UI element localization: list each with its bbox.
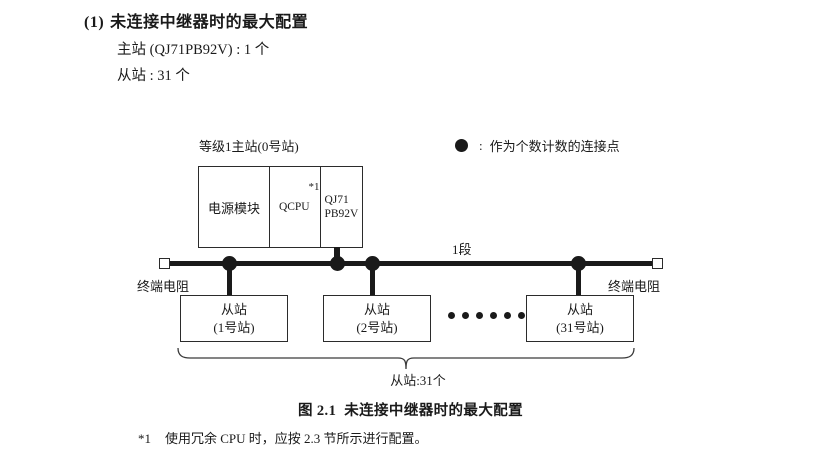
power-module-label: 电源模块 bbox=[208, 200, 261, 216]
legend: : 作为个数计数的连接点 bbox=[455, 136, 620, 155]
slave-station-number: (1号站) bbox=[213, 319, 255, 335]
qcpu-footnote-mark: *1 bbox=[308, 181, 320, 193]
master-module-rack: 电源模块 QCPU *1 QJ71 PB92V bbox=[198, 166, 363, 248]
slave-range-brace bbox=[176, 348, 636, 370]
network-module-label-line1: QJ71 bbox=[324, 193, 349, 206]
figure-title: 未连接中继器时的最大配置 bbox=[344, 403, 524, 419]
terminal-resistor-left-label: 终端电阻 bbox=[137, 279, 190, 294]
network-module-label-line2: PB92V bbox=[324, 208, 359, 220]
slave-total-label: 从站:31个 bbox=[0, 370, 821, 389]
filled-circle-icon bbox=[455, 139, 468, 152]
ellipsis-dot bbox=[504, 312, 511, 319]
master-station-label: 等级1主站(0号站) bbox=[199, 139, 299, 154]
legend-label: 作为个数计数的连接点 bbox=[489, 139, 620, 154]
slave-station-number: (31号站) bbox=[556, 319, 604, 335]
qcpu-cell: QCPU *1 bbox=[270, 167, 322, 247]
ellipsis-dot bbox=[462, 312, 469, 319]
ellipsis-dots bbox=[448, 312, 525, 319]
slave-station-box: 从站 (2号站) bbox=[323, 295, 431, 342]
spec-line-master: 主站 (QJ71PB92V) : 1 个 bbox=[117, 42, 270, 58]
network-module-label: QJ71 PB92V bbox=[324, 193, 358, 221]
slave-2-drop-wire bbox=[370, 268, 375, 295]
connection-point-dot-master bbox=[330, 256, 345, 271]
ellipsis-dot bbox=[448, 312, 455, 319]
section-heading-title: 未连接中继器时的最大配置 bbox=[110, 14, 309, 31]
section-heading-index: (1) bbox=[84, 14, 105, 31]
terminal-resistor-right-icon bbox=[652, 258, 663, 269]
footnote-text: 使用冗余 CPU 时，应按 2.3 节所示进行配置。 bbox=[165, 431, 428, 446]
terminal-resistor-right-label: 终端电阻 bbox=[608, 279, 661, 294]
connection-point-dot-slave-31 bbox=[571, 256, 586, 271]
figure-caption: 图 2.1 未连接中继器时的最大配置 bbox=[0, 399, 821, 420]
slave-station-title: 从站 bbox=[566, 302, 593, 318]
power-module-cell: 电源模块 bbox=[199, 167, 271, 247]
footnote: *1 使用冗余 CPU 时，应按 2.3 节所示进行配置。 bbox=[138, 428, 428, 447]
footnote-mark: *1 bbox=[138, 431, 151, 446]
slave-station-box: 从站 (1号站) bbox=[180, 295, 288, 342]
network-module-cell: QJ71 PB92V bbox=[321, 167, 362, 247]
connection-point-dot-slave-1 bbox=[222, 256, 237, 271]
legend-colon: : bbox=[479, 137, 483, 153]
slave-station-box: 从站 (31号站) bbox=[526, 295, 634, 342]
slave-31-drop-wire bbox=[576, 268, 581, 295]
terminal-resistor-left-icon bbox=[159, 258, 170, 269]
ellipsis-dot bbox=[476, 312, 483, 319]
slave-total-text: 从站:31个 bbox=[390, 373, 446, 388]
slave-1-drop-wire bbox=[227, 268, 232, 295]
slave-station-title: 从站 bbox=[363, 302, 390, 318]
bus-trunk-line bbox=[163, 261, 655, 266]
section-heading: (1) 未连接中继器时的最大配置 bbox=[84, 8, 308, 32]
slave-station-number: (2号站) bbox=[356, 319, 398, 335]
ellipsis-dot bbox=[518, 312, 525, 319]
slave-station-title: 从站 bbox=[220, 302, 247, 318]
spec-line-slave: 从站 : 31 个 bbox=[117, 68, 190, 84]
ellipsis-dot bbox=[490, 312, 497, 319]
figure-number: 图 2.1 bbox=[297, 403, 337, 419]
qcpu-label: QCPU bbox=[278, 201, 310, 213]
segment-label: 1段 bbox=[452, 242, 472, 257]
connection-point-dot-slave-2 bbox=[365, 256, 380, 271]
